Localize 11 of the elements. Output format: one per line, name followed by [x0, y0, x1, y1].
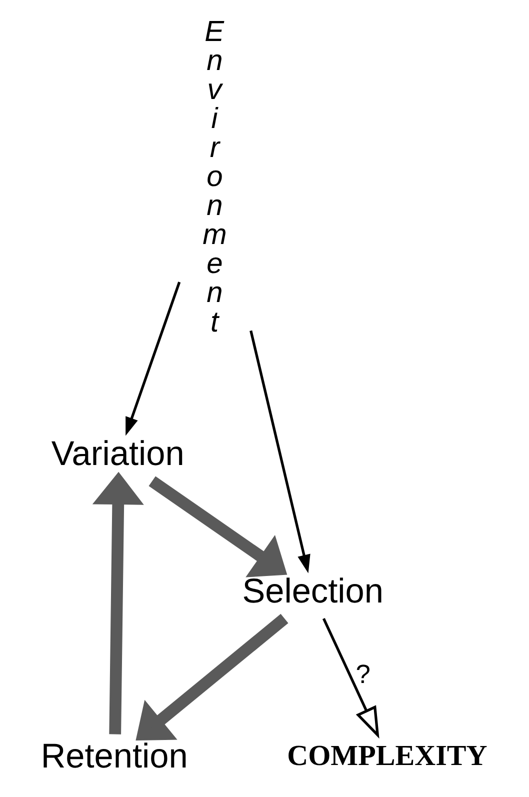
arrow	[322, 618, 379, 739]
node-text: Variation	[50, 434, 184, 473]
node-text: Selection	[242, 572, 383, 610]
node-text: Environment	[202, 16, 226, 338]
arrow	[249, 330, 310, 574]
arrow	[148, 476, 287, 578]
arrow	[125, 282, 180, 436]
node-text: Retention	[40, 737, 188, 776]
arrow	[92, 472, 144, 734]
node-text: COMPLEXITY	[286, 740, 487, 772]
edge-label: ?	[355, 659, 370, 690]
